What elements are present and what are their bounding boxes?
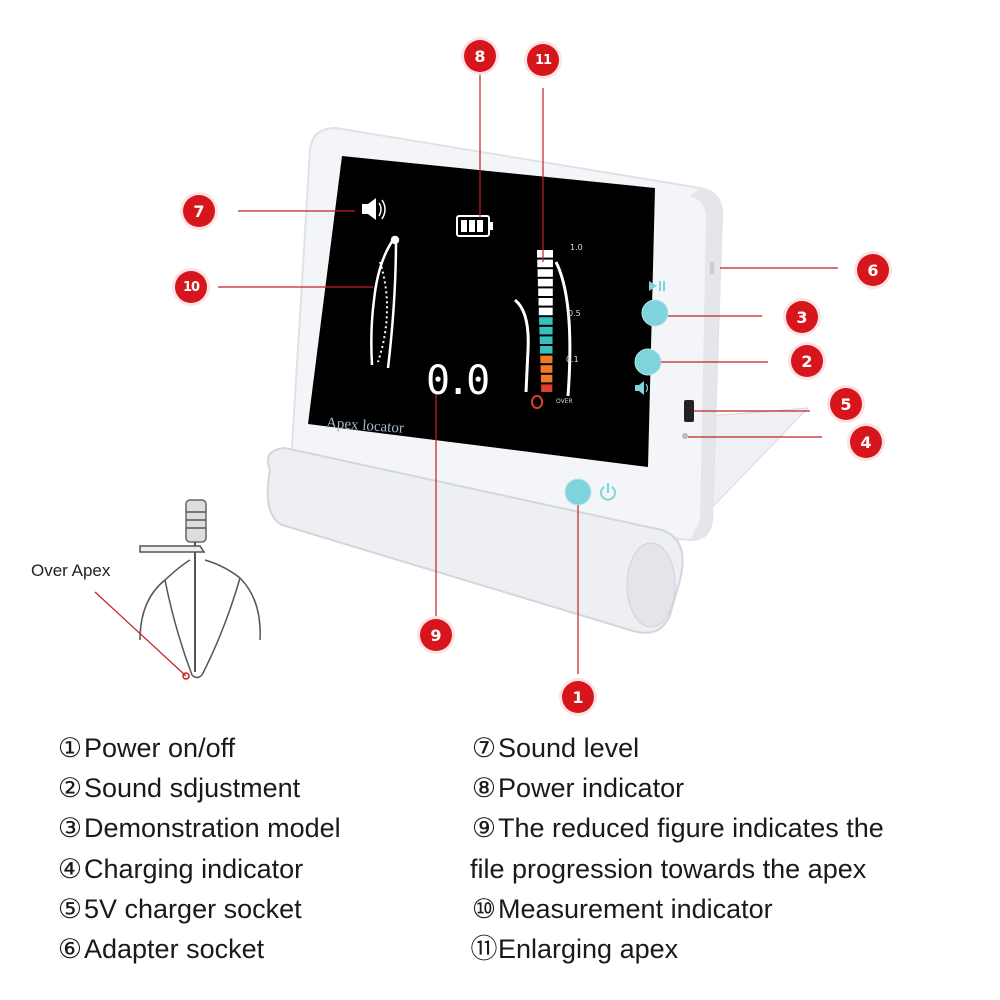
over-apex-pointer: [94, 591, 187, 677]
legend-item: file progression towards the apex: [470, 849, 884, 889]
apex-bar-segment: [537, 250, 553, 258]
legend-item: ⑩Measurement indicator: [470, 889, 884, 929]
adapter-socket: [710, 262, 714, 274]
over-apex-marker: [182, 672, 190, 680]
callout-10: 10: [175, 271, 207, 303]
charging-led: [682, 433, 688, 439]
legend-number: ⑦: [471, 733, 497, 763]
callout-1: 1: [562, 681, 594, 713]
device-side: [690, 188, 722, 540]
scale-tick: 0.1: [566, 355, 579, 364]
legend-item: ⑦Sound level: [470, 728, 884, 768]
apex-bar-segment: [539, 326, 553, 335]
battery-icon: [456, 215, 493, 237]
legend-text: Sound sdjustment: [84, 773, 301, 804]
legend-item: ③Demonstration model: [56, 808, 341, 848]
charger-socket: [684, 400, 694, 422]
callout-4: 4: [850, 426, 882, 458]
legend-number: ⑥: [57, 933, 83, 964]
legend-text: Power indicator: [498, 773, 685, 804]
legend-number: ②: [57, 773, 83, 804]
legend-item: ⑪Enlarging apex: [470, 929, 884, 969]
legend-left: ①Power on/off ②Sound sdjustment ③Demonst…: [56, 728, 341, 969]
tooth-indicator-icon: [370, 235, 400, 369]
legend-text: Enlarging apex: [498, 933, 679, 964]
inset-tooth-diagram: [139, 499, 261, 679]
apex-bar-segment: [537, 259, 553, 268]
callout-2: 2: [791, 345, 823, 377]
over-apex-label: Over Apex: [31, 561, 111, 580]
apex-bar-segment: [540, 374, 553, 383]
sound-button: [634, 348, 662, 376]
legend-item: ①Power on/off: [56, 728, 341, 768]
legend-item: ⑨The reduced figure indicates the: [470, 808, 884, 848]
device-illustration: [94, 72, 838, 680]
power-icon: [600, 483, 616, 501]
legend-number: ⑤: [57, 893, 83, 924]
legend-text: The reduced figure indicates the: [498, 813, 884, 844]
play-pause-icon: [649, 281, 665, 291]
scale-tick: 1.0: [570, 243, 583, 252]
legend-text: Demonstration model: [84, 813, 341, 844]
demo-button: [641, 299, 669, 327]
callout-5: 5: [830, 388, 862, 420]
callout-6: 6: [857, 254, 889, 286]
legend-number: ⑨: [471, 813, 497, 844]
legend-text: 5V charger socket: [84, 893, 302, 924]
screen-reading: 0.0: [426, 358, 490, 404]
legend-number: ⑪: [470, 933, 498, 964]
legend-item: ⑧Power indicator: [470, 768, 884, 808]
apex-bar-segment: [541, 384, 553, 392]
callout-3: 3: [786, 301, 818, 333]
callout-7: 7: [183, 195, 215, 227]
legend-text: Power on/off: [84, 733, 236, 763]
legend-item: ②Sound sdjustment: [56, 768, 341, 808]
apex-bar-segment: [539, 336, 553, 344]
callout-11: 11: [527, 44, 559, 76]
legend-number: ⑧: [471, 773, 497, 804]
legend-number: ④: [57, 853, 83, 884]
legend-item: ④Charging indicator: [56, 849, 341, 889]
apex-bar-segment: [538, 298, 553, 306]
legend-item: ⑤5V charger socket: [56, 889, 341, 929]
callout-8: 8: [464, 40, 496, 72]
hinge-end: [626, 542, 676, 628]
legend-right: ⑦Sound level ⑧Power indicator ⑨The reduc…: [470, 728, 884, 969]
legend-text: Measurement indicator: [498, 893, 773, 924]
legend-text: Charging indicator: [84, 853, 304, 884]
scale-tick: 0.5: [568, 309, 581, 318]
legend-text: Adapter socket: [84, 933, 265, 964]
apex-bar-segment: [538, 307, 553, 316]
legend-number: ①: [57, 733, 83, 763]
leader-lines: [218, 72, 838, 674]
apex-bar-segment: [540, 346, 553, 354]
speaker-icon: [362, 198, 386, 220]
canal-curve-icon: [513, 261, 572, 397]
apex-bar-segment: [540, 355, 553, 364]
legend-text: Sound level: [498, 733, 640, 763]
apex-bar-segment: [539, 317, 553, 325]
apex-bar-segment: [540, 365, 553, 373]
apex-bar-segment: [537, 269, 553, 277]
legend-number: ③: [57, 813, 83, 844]
apex-bar-segment: [537, 278, 553, 287]
apex-bar-segment: [538, 288, 553, 296]
power-button: [564, 478, 592, 506]
sound-adjust-icon: [635, 381, 649, 395]
apex-circle: [531, 395, 544, 409]
callout-9: 9: [420, 619, 452, 651]
legend-text: file progression towards the apex: [470, 853, 867, 884]
scale-tick: OVER: [556, 398, 573, 405]
legend-number: ⑩: [471, 893, 497, 924]
hinge-cylinder: [266, 446, 684, 634]
legend-item: ⑥Adapter socket: [56, 929, 341, 969]
apex-bar-scale: [537, 250, 553, 392]
